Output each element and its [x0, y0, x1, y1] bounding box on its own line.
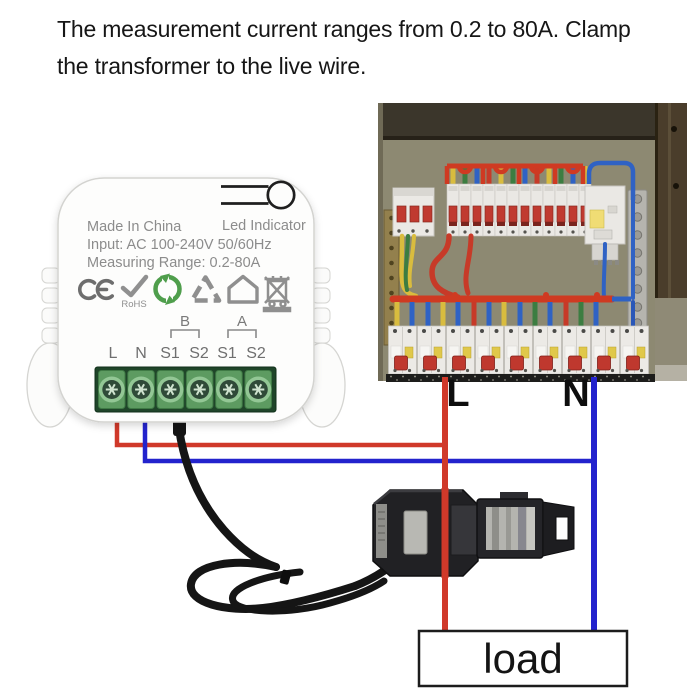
- device-body: [57, 177, 315, 423]
- terminal-label-s1a: S1: [217, 345, 237, 362]
- terminal-label-s1b: S1: [160, 345, 180, 362]
- green-dot-recycle-icon: [153, 273, 182, 305]
- group-a-label: A: [237, 313, 247, 330]
- house-icon: [227, 274, 259, 304]
- bottom-breaker-row: [388, 325, 649, 375]
- neutral-wire-device-link: [142, 420, 594, 464]
- certification-icons: RoHS: [78, 273, 292, 313]
- clamp-side-label: [376, 504, 387, 558]
- device-clip-right: [311, 267, 331, 344]
- ct-cable: [175, 425, 395, 615]
- cable-tie: [279, 569, 292, 585]
- live-wire-device-link: [114, 420, 445, 448]
- made-in-text: Made In China: [87, 219, 182, 235]
- terminal-label-s2a: S2: [246, 345, 266, 362]
- red-jumper-bus: [444, 163, 586, 184]
- bottom-wire-stubs: [394, 302, 599, 327]
- terminal-block: [94, 366, 277, 413]
- panel-top-shadow: [378, 103, 687, 139]
- terminal-label-s2b: S2: [189, 345, 209, 362]
- terminal-label-l: L: [109, 345, 118, 362]
- bottom-red-bus: [389, 292, 631, 303]
- terminal-label-n: N: [135, 345, 147, 362]
- load-box: load: [417, 629, 629, 688]
- cabinet-frame-right: [655, 103, 687, 381]
- rohs-check-icon: RoHS: [120, 274, 149, 310]
- clamp-front-label: [403, 510, 428, 555]
- input-spec-text: Input: AC 100-240V 50/60Hz: [87, 237, 272, 253]
- caption: The measurement current ranges from 0.2 …: [57, 11, 682, 85]
- meter-device: Made In China Led Indicator Input: AC 10…: [26, 177, 346, 428]
- weee-crossed-bin-icon: [262, 276, 292, 313]
- clamp-hinge: [500, 492, 528, 501]
- group-b-label: B: [180, 313, 190, 330]
- clamp-core: [450, 504, 478, 556]
- rohs-label: RoHS: [121, 299, 146, 310]
- din-rail-strip: [386, 374, 655, 382]
- caption-line-1: The measurement current ranges from 0.2 …: [57, 16, 631, 42]
- led-indicator-icon: [221, 180, 296, 210]
- ce-mark-icon: [78, 278, 114, 301]
- led-indicator-label: Led Indicator: [222, 218, 306, 234]
- caption-line-2: the transformer to the live wire.: [57, 53, 367, 79]
- main-breaker: [392, 187, 435, 237]
- clamp-latch: [542, 501, 575, 557]
- top-breaker-row: [446, 183, 592, 237]
- rcbo-unit: [584, 185, 626, 265]
- right-busbar: [627, 189, 648, 333]
- breaker-panel-photo: [378, 103, 687, 382]
- neutral-wire-label: N: [562, 373, 589, 415]
- group-b-bracket: [170, 329, 200, 338]
- terminal-labels: L N S1 S2 S1 S2: [109, 345, 266, 362]
- group-a-bracket: [227, 329, 257, 338]
- live-wire-label: L: [446, 373, 469, 415]
- load-label: load: [483, 635, 562, 682]
- current-clamp: [372, 489, 575, 577]
- blue-jumper-wire: [586, 160, 636, 200]
- clamp-jaw: [476, 498, 544, 559]
- terminal-screws: [98, 376, 272, 403]
- recycle-triangle-icon: [189, 275, 222, 303]
- measuring-range-text: Measuring Range: 0.2-80A: [87, 255, 261, 271]
